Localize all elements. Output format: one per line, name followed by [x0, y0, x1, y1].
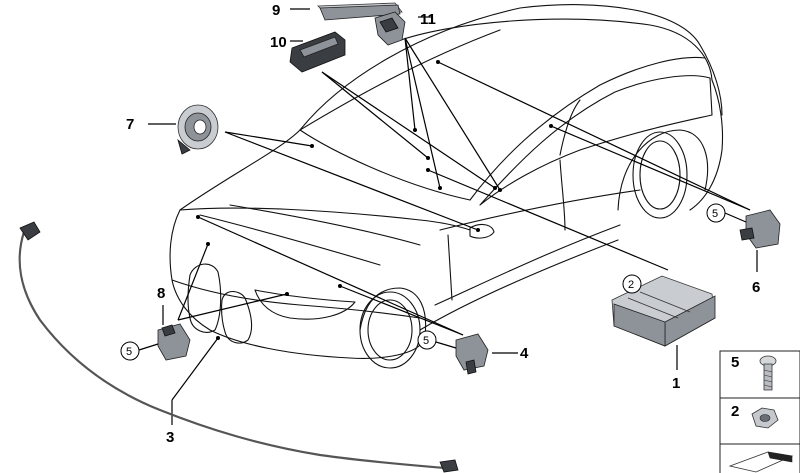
- leader-dots: [196, 60, 553, 340]
- part-4-front-sensor: [455, 333, 489, 375]
- callout-5-circled-bottom-left: 5: [120, 341, 159, 361]
- callout-7: 7: [126, 116, 134, 133]
- callout-2-circled: 2: [622, 274, 642, 294]
- callout-4: 4: [520, 345, 529, 362]
- legend-label-5: 5: [731, 354, 739, 371]
- callout-6: 6: [752, 279, 760, 296]
- part-3-wiring-harness: [18, 221, 459, 473]
- callout-11: 11: [420, 11, 436, 28]
- part-8-front-sensor: [157, 323, 191, 361]
- part-10-switch-panel: [289, 31, 346, 73]
- svg-text:2: 2: [628, 279, 634, 291]
- legend-item-2: 2: [719, 397, 800, 445]
- part-1-control-unit: [611, 275, 716, 347]
- svg-text:5: 5: [423, 335, 429, 347]
- callout-5-circled-middle: 5: [417, 330, 457, 350]
- callout-8: 8: [157, 285, 165, 302]
- legend-item-plate: [719, 443, 800, 473]
- callout-10: 10: [270, 34, 287, 51]
- svg-text:5: 5: [712, 208, 718, 220]
- svg-text:5: 5: [126, 346, 132, 358]
- part-11-bracket-sensor: [374, 11, 406, 46]
- part-7-coil-spring: [177, 104, 219, 155]
- legend-item-5: 5: [719, 350, 800, 399]
- part-9-roof-module: [317, 2, 403, 21]
- car-outline: [169, 4, 724, 369]
- callout-3: 3: [166, 429, 174, 446]
- part-6-side-sensor: [739, 209, 781, 249]
- callout-9: 9: [272, 2, 280, 19]
- callout-1: 1: [672, 375, 680, 392]
- callout-5-circled-right: 5: [706, 203, 747, 223]
- bolt-icon: [759, 355, 777, 391]
- plate-icon: [728, 451, 794, 473]
- legend-label-2: 2: [731, 403, 739, 420]
- nut-icon: [751, 407, 779, 429]
